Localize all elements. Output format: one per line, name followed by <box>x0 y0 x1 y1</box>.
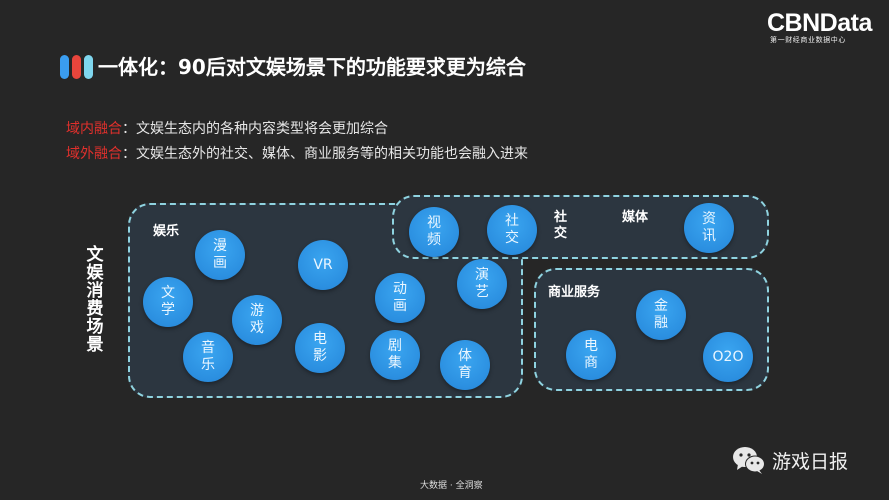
cbndata-logo: CBNData <box>767 9 872 37</box>
node-news: 资讯 <box>684 203 734 253</box>
side-label: 文娱消费场景 <box>86 245 104 355</box>
watermark-text: 游戏日报 <box>772 450 849 473</box>
title-bar-red <box>72 55 81 79</box>
node-vr: VR <box>298 240 348 290</box>
node-performance: 演艺 <box>457 259 507 309</box>
page-title: 一体化：90后对文娱场景下的功能要求更为综合 <box>98 55 526 79</box>
node-video: 视频 <box>409 207 459 257</box>
wechat-watermark: 游戏日报 <box>732 445 848 475</box>
entertainment-label: 娱乐 <box>153 224 180 239</box>
title-bars-icon <box>60 55 96 79</box>
node-manhua: 漫画 <box>195 230 245 280</box>
node-literature: 文学 <box>143 277 193 327</box>
node-finance: 金融 <box>636 290 686 340</box>
media-label: 媒体 <box>622 210 649 225</box>
title-bar-cyan <box>84 55 93 79</box>
node-game: 游戏 <box>232 295 282 345</box>
cbndata-logo-subtitle: 第一财经商业数据中心 <box>770 36 846 44</box>
point-key: 域外融合 <box>66 146 122 162</box>
node-series: 剧集 <box>370 330 420 380</box>
point-text: ：文娱生态外的社交、媒体、商业服务等的相关功能也会融入进来 <box>122 146 528 162</box>
footer-slogan: 大数据 · 全洞察 <box>420 481 483 491</box>
title-bar-blue <box>60 55 69 79</box>
social-label: 社交 <box>554 210 568 241</box>
node-o2o: O2O <box>703 332 753 382</box>
point-inner-fusion: 域内融合：文娱生态内的各种内容类型将会更加综合 <box>66 119 388 139</box>
point-text: ：文娱生态内的各种内容类型将会更加综合 <box>122 121 388 137</box>
node-ecommerce: 电商 <box>566 330 616 380</box>
node-sports: 体育 <box>440 340 490 390</box>
wechat-icon <box>733 447 765 474</box>
business-label: 商业服务 <box>548 285 601 300</box>
point-outer-fusion: 域外融合：文娱生态外的社交、媒体、商业服务等的相关功能也会融入进来 <box>66 144 528 164</box>
node-music: 音乐 <box>183 332 233 382</box>
node-social: 社交 <box>487 205 537 255</box>
node-animation: 动画 <box>375 273 425 323</box>
node-movie: 电影 <box>295 323 345 373</box>
point-key: 域内融合 <box>66 121 122 137</box>
